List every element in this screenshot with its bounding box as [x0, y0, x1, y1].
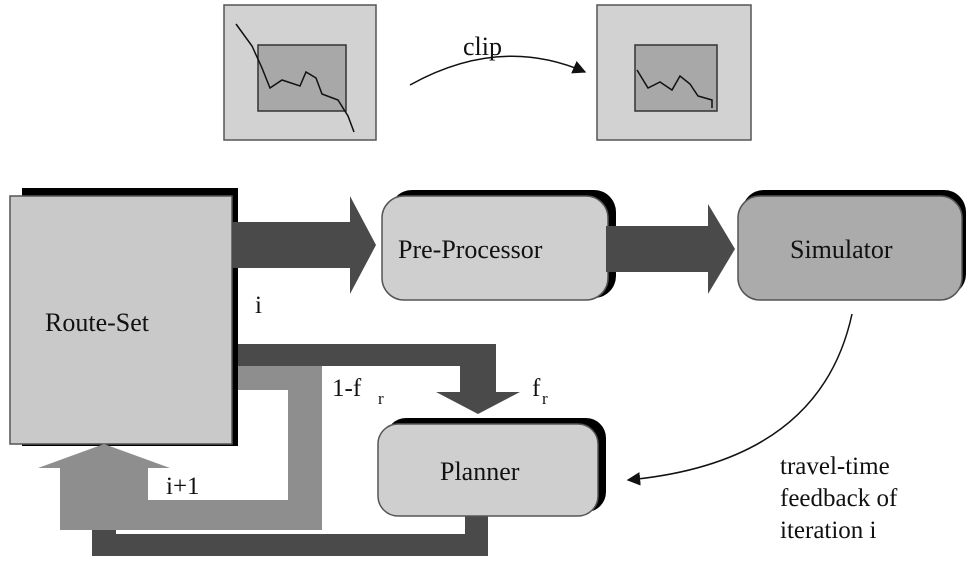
preprocessor-to-simulator-arrow: [606, 204, 735, 294]
map-before-clip: [223, 4, 377, 141]
feedback-line-1: travel-time: [780, 453, 890, 480]
one-minus-f-subscript: r: [378, 389, 384, 408]
one-minus-f-label: 1-f: [332, 375, 362, 402]
planner-label: Planner: [440, 457, 520, 486]
pre-processor-label: Pre-Processor: [398, 235, 543, 264]
fr-arrow: [238, 344, 520, 414]
route-set-box: [9, 188, 238, 446]
f-label: f: [532, 375, 541, 402]
next-iteration-label: i+1: [166, 473, 200, 500]
feedback-line-3: iteration i: [780, 517, 877, 544]
one-minus-fr-loop: [38, 362, 322, 530]
travel-time-feedback-arrow: [626, 313, 853, 486]
route-set-label: Route-Set: [45, 308, 150, 337]
simulator-box: [737, 190, 966, 301]
feedback-line-2: feedback of: [780, 485, 898, 512]
map-after-clip: [596, 4, 752, 141]
planner-return-arrow: [92, 466, 488, 556]
pre-processor-box: [381, 190, 616, 301]
clip-arrow: [409, 55, 587, 86]
iteration-label: i: [255, 292, 262, 319]
planner-box: [377, 418, 606, 517]
f-subscript: r: [542, 389, 548, 408]
clip-label: clip: [463, 32, 502, 61]
simulator-label: Simulator: [790, 235, 893, 264]
route-to-preprocessor-arrow: [232, 196, 376, 294]
